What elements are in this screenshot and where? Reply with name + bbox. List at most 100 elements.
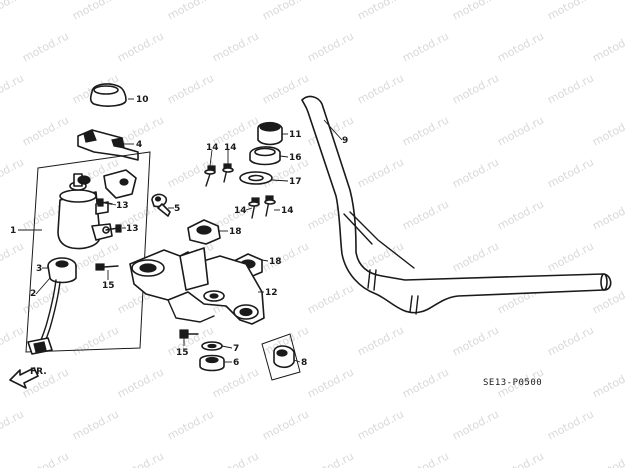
- watermark-text: motod.ru: [355, 323, 406, 358]
- callout-9: 9: [342, 136, 348, 146]
- ignition-switch-frame: [25, 151, 151, 353]
- watermark-text: motod.ru: [0, 0, 26, 23]
- watermark-text: motod.ru: [20, 29, 71, 64]
- watermark-text: motod.ru: [20, 113, 71, 148]
- watermark-text: motod.ru: [590, 197, 625, 232]
- watermark-text: motod.ru: [210, 29, 261, 64]
- bolt-15-left: [95, 263, 119, 271]
- watermark-text: motod.ru: [545, 239, 596, 274]
- watermark-text: motod.ru: [545, 155, 596, 190]
- watermark-text: motod.ru: [450, 71, 501, 106]
- watermark-text: motod.ru: [20, 281, 71, 316]
- watermark-text: motod.ru: [545, 407, 596, 442]
- watermark-text: motod.ru: [450, 239, 501, 274]
- watermark-text: motod.ru: [165, 407, 216, 442]
- watermark-text: motod.ru: [495, 29, 546, 64]
- bolt-13-upper: [97, 198, 113, 207]
- ignition-switch: [57, 169, 137, 250]
- watermark-text: motod.ru: [0, 71, 26, 106]
- watermark-text: motod.ru: [0, 239, 26, 274]
- callout-12: 12: [265, 288, 278, 298]
- callout-5: 5: [174, 204, 180, 214]
- watermark-text: motod.ru: [400, 113, 451, 148]
- cushion-16: [249, 146, 281, 166]
- callout-2: 2: [30, 289, 36, 299]
- watermark-text: motod.ru: [115, 29, 166, 64]
- watermark-text: motod.ru: [115, 365, 166, 400]
- bolts-14-upper: [204, 163, 234, 187]
- switch-wire: [27, 279, 61, 355]
- watermark-text: motod.ru: [0, 407, 26, 442]
- nut-6: [199, 354, 225, 372]
- watermark-text: motod.ru: [210, 449, 261, 468]
- callout-11: 11: [289, 130, 302, 140]
- watermark-text: motod.ru: [590, 449, 625, 468]
- watermark-text: motod.ru: [355, 71, 406, 106]
- key-part: [151, 193, 171, 217]
- watermark-text: motod.ru: [545, 71, 596, 106]
- watermark-text: motod.ru: [355, 0, 406, 23]
- callout-16: 16: [289, 153, 302, 163]
- watermark-text: motod.ru: [165, 323, 216, 358]
- watermark-text: motod.ru: [495, 449, 546, 468]
- callouts: 10 4 1 2 3 13 13 5 15 15 14 14 14 14 11 …: [10, 95, 348, 368]
- watermark-text: motod.ru: [260, 407, 311, 442]
- lower-holder-18-upper: [187, 219, 221, 245]
- watermark-text: motod.ru: [305, 365, 356, 400]
- callout-7: 7: [233, 344, 239, 354]
- watermark-text: motod.ru: [400, 449, 451, 468]
- cover-part: [77, 129, 139, 161]
- watermark-text: motod.ru: [0, 323, 26, 358]
- top-bridge-12: [129, 247, 265, 325]
- cap-part: [89, 83, 127, 107]
- watermark-text: motod.ru: [400, 365, 451, 400]
- callout-15-left: 15: [102, 281, 115, 291]
- watermark-text: motod.ru: [355, 155, 406, 190]
- leader-lines: [18, 98, 343, 363]
- watermark-text: motod.ru: [115, 449, 166, 468]
- watermark-text: motod.ru: [450, 407, 501, 442]
- watermark-text: motod.ru: [355, 407, 406, 442]
- watermark-text: motod.ru: [400, 29, 451, 64]
- front-arrow-label: FR.: [30, 367, 47, 377]
- watermark-text: motod.ru: [450, 323, 501, 358]
- watermark-text: motod.ru: [70, 323, 121, 358]
- clamp-8: [261, 333, 301, 381]
- watermark-text: motod.ru: [20, 449, 71, 468]
- callout-13-upper: 13: [116, 201, 129, 211]
- watermark-text: motod.ru: [305, 281, 356, 316]
- switch-boot: [47, 257, 77, 284]
- callout-14-c: 14: [234, 206, 247, 216]
- bolt-13-lower: [105, 224, 122, 233]
- watermark-text: motod.ru: [0, 155, 26, 190]
- callout-3: 3: [36, 264, 42, 274]
- callout-4: 4: [136, 140, 142, 150]
- callout-18-lower: 18: [269, 257, 282, 267]
- callout-8: 8: [301, 358, 307, 368]
- bolts-14-middle: [248, 195, 276, 219]
- watermark-text: motod.ru: [260, 239, 311, 274]
- watermark-text: motod.ru: [70, 407, 121, 442]
- watermark-text: motod.ru: [495, 197, 546, 232]
- watermark-text: motod.ru: [450, 0, 501, 23]
- callout-14-a: 14: [206, 143, 219, 153]
- callout-15-lower: 15: [176, 348, 189, 358]
- watermark-text: motod.ru: [590, 29, 625, 64]
- watermark-text: motod.ru: [495, 113, 546, 148]
- watermark-text: motod.ru: [590, 113, 625, 148]
- watermark-text: motod.ru: [590, 365, 625, 400]
- watermark-text: motod.ru: [165, 0, 216, 23]
- callout-1: 1: [10, 226, 16, 236]
- callout-10: 10: [136, 95, 149, 105]
- upper-holder-11: [257, 121, 283, 146]
- callout-17: 17: [289, 177, 302, 187]
- callout-14-d: 14: [281, 206, 294, 216]
- callout-6: 6: [233, 358, 239, 368]
- watermark-text: motod.ru: [400, 197, 451, 232]
- handlebar: [301, 95, 612, 315]
- diagram-code: SE13-P0500: [483, 378, 542, 388]
- watermark-text: motod.ru: [70, 0, 121, 23]
- watermark-text: motod.ru: [545, 0, 596, 23]
